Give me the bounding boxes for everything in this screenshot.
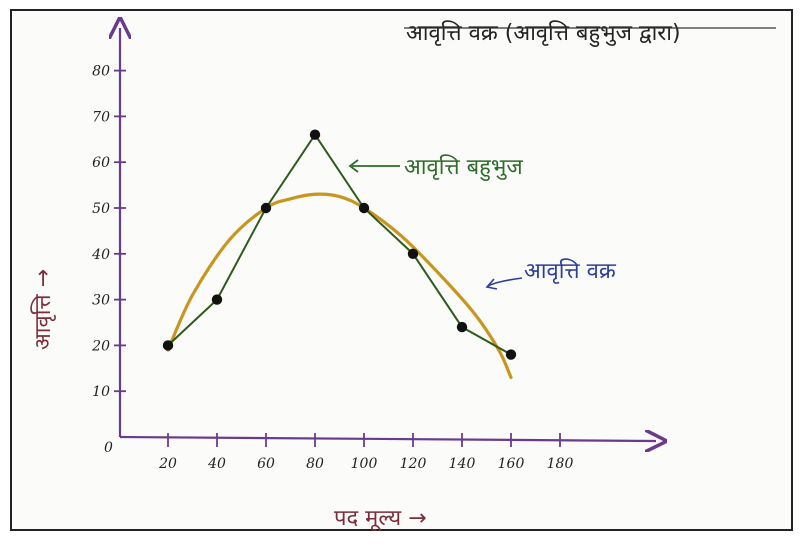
y-tick-label-50: 50: [92, 201, 110, 217]
polygon-point-120: [407, 248, 419, 259]
polygon-label: आवृत्ति बहुभुज: [404, 154, 523, 181]
y-tick-label-40: 40: [91, 247, 110, 263]
y-tick-label-20: 20: [91, 338, 110, 354]
frequency-curve-series: [166, 192, 513, 380]
y-tick-label-30: 30: [92, 293, 110, 309]
x-tick-label-40: 40: [207, 456, 226, 472]
y-tick-label-10: 10: [92, 384, 110, 400]
x-tick-label-180: 180: [547, 456, 574, 472]
polygon-point-100: [358, 202, 370, 214]
polygon-point-140: [456, 321, 468, 333]
x-tick-label-20: 20: [158, 456, 177, 472]
origin-label: 0: [104, 440, 113, 456]
polygon-point-40: [211, 294, 223, 305]
x-tick-label-60: 60: [257, 456, 275, 472]
x-tick-label-80: 80: [306, 456, 324, 472]
x-axis: [119, 437, 656, 441]
x-axis-label: पद मूल्य →: [334, 506, 427, 532]
x-tick-label-120: 120: [400, 456, 427, 472]
polygon-points: [162, 129, 517, 360]
y-tick-label-80: 80: [92, 64, 110, 80]
frequency-polygon-series: [167, 132, 512, 356]
polygon-point-20: [162, 340, 174, 351]
curve-label-arrow: [487, 277, 523, 287]
x-tick-label-100: 100: [351, 456, 378, 472]
y-tick-label-60: 60: [92, 155, 110, 171]
curve-label: आवृत्ति वक्र: [524, 258, 617, 284]
chart-title: आवृत्ति वक्र (आवृत्ति बहुभुज द्वारा): [406, 20, 681, 47]
polygon-label-arrowhead: [348, 159, 359, 173]
curve-label-arrowhead: [485, 278, 498, 290]
y-axis-label: आवृत्ति →: [30, 269, 56, 350]
x-tick-label-160: 160: [498, 456, 525, 472]
polygon-point-160: [505, 349, 517, 360]
polygon-point-80: [309, 129, 321, 140]
y-ticks: 10 20 30 40 50 60 70 80: [91, 64, 126, 400]
y-tick-label-70: 70: [92, 109, 110, 125]
x-ticks: 20 40 60 80 100 120 140 160 180: [158, 433, 573, 472]
polygon-point-60: [260, 202, 272, 214]
x-tick-label-140: 140: [449, 456, 476, 472]
